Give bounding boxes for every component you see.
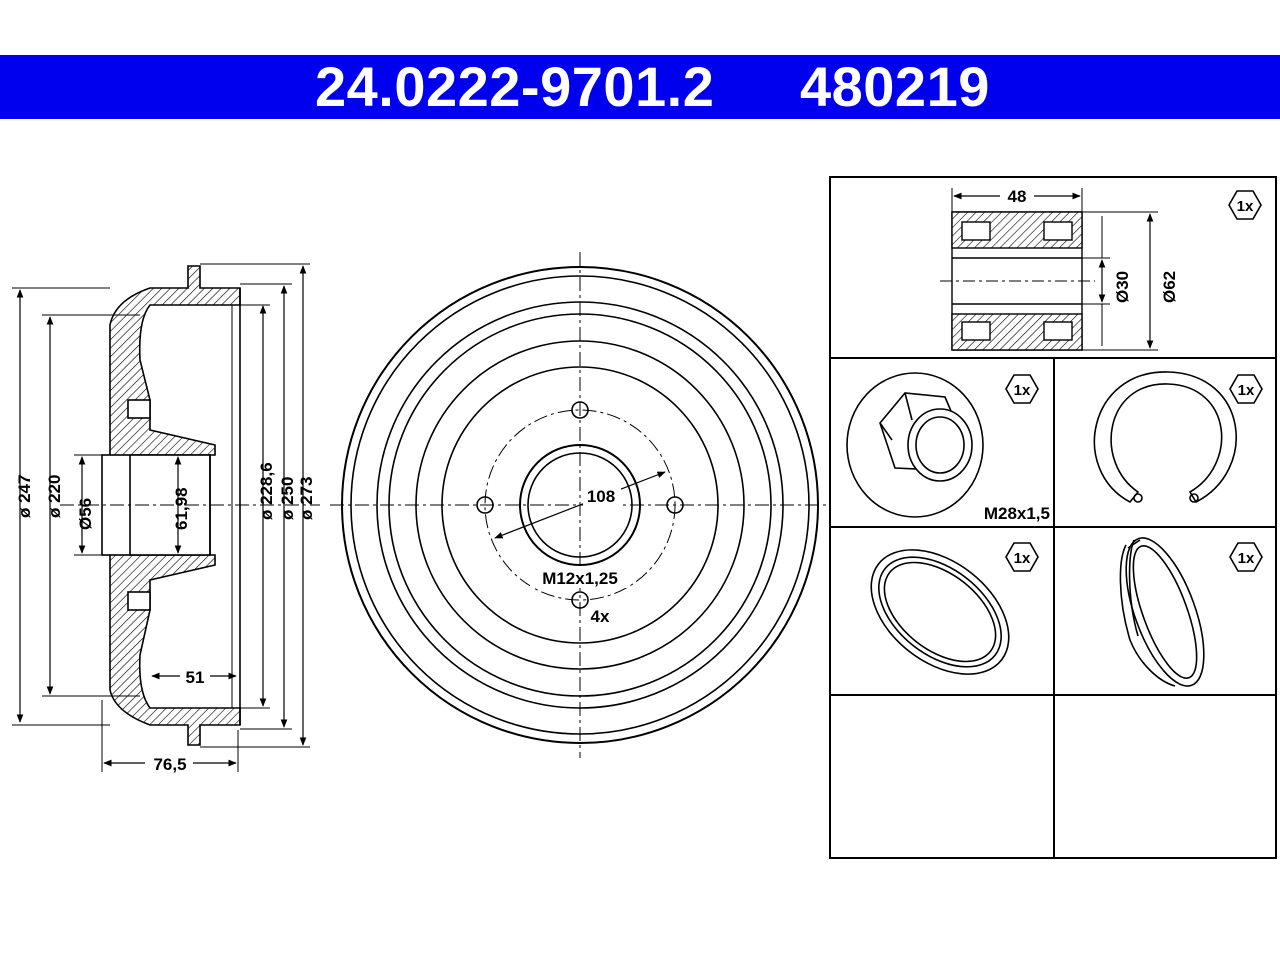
svg-text:1x: 1x [1014,382,1031,399]
thread-label: M12x1,25 [542,569,618,588]
bearing-inner-d: Ø30 [1113,271,1132,303]
side-section-view [12,263,320,772]
bearing-width: 48 [1008,187,1027,206]
qty-badges: 1x 1x 1x 1x 1x [1005,190,1263,572]
svg-text:1x: 1x [1238,550,1255,567]
svg-text:1x: 1x [1238,382,1255,399]
svg-text:1x: 1x [1237,198,1254,215]
qty-badge-bearing: 1x [1228,190,1262,220]
qty-badge-circlip: 1x [1229,374,1263,404]
dim-w51: 51 [186,668,205,687]
dim-d220: ø 220 [45,475,64,518]
front-view-labels: 108 M12x1,25 4x [530,486,630,626]
dust-cap [1119,537,1205,687]
dim-d273: ø 273 [297,477,316,520]
svg-text:1x: 1x [1014,550,1031,567]
dim-d61-98: 61,98 [172,487,191,530]
seal-ring [870,549,1010,675]
side-view-labels: ø 247 ø 220 Ø56 61,98 ø 228,6 ø 250 ø 27… [15,462,316,774]
front-view [330,252,830,758]
dim-d228-6: ø 228,6 [257,462,276,520]
pcd-label: 108 [587,487,615,506]
qty-badge-nut: 1x [1005,374,1039,404]
header-bar: 24.0222-9701.2 480219 [0,55,1280,119]
bearing-labels: 48 Ø30 Ø62 [1000,186,1179,303]
qty-badge-dust-cap: 1x [1229,542,1263,572]
dim-d56: Ø56 [76,498,95,530]
kit-panel [829,176,1277,859]
qty-badge-seal-ring: 1x [1005,542,1039,572]
article-number: 480219 [800,55,990,118]
dim-d247: ø 247 [15,475,34,518]
dim-w76-5: 76,5 [153,755,186,774]
circlip [1093,371,1237,504]
bolt-count-label: 4x [591,607,610,626]
bearing-outer-d: Ø62 [1160,271,1179,303]
part-number: 24.0222-9701.2 [315,55,715,118]
nut-thread-label: M28x1,5 [984,504,1050,523]
hub-nut [846,372,984,518]
dim-d250: ø 250 [278,477,297,520]
wheel-bearing [940,188,1158,351]
